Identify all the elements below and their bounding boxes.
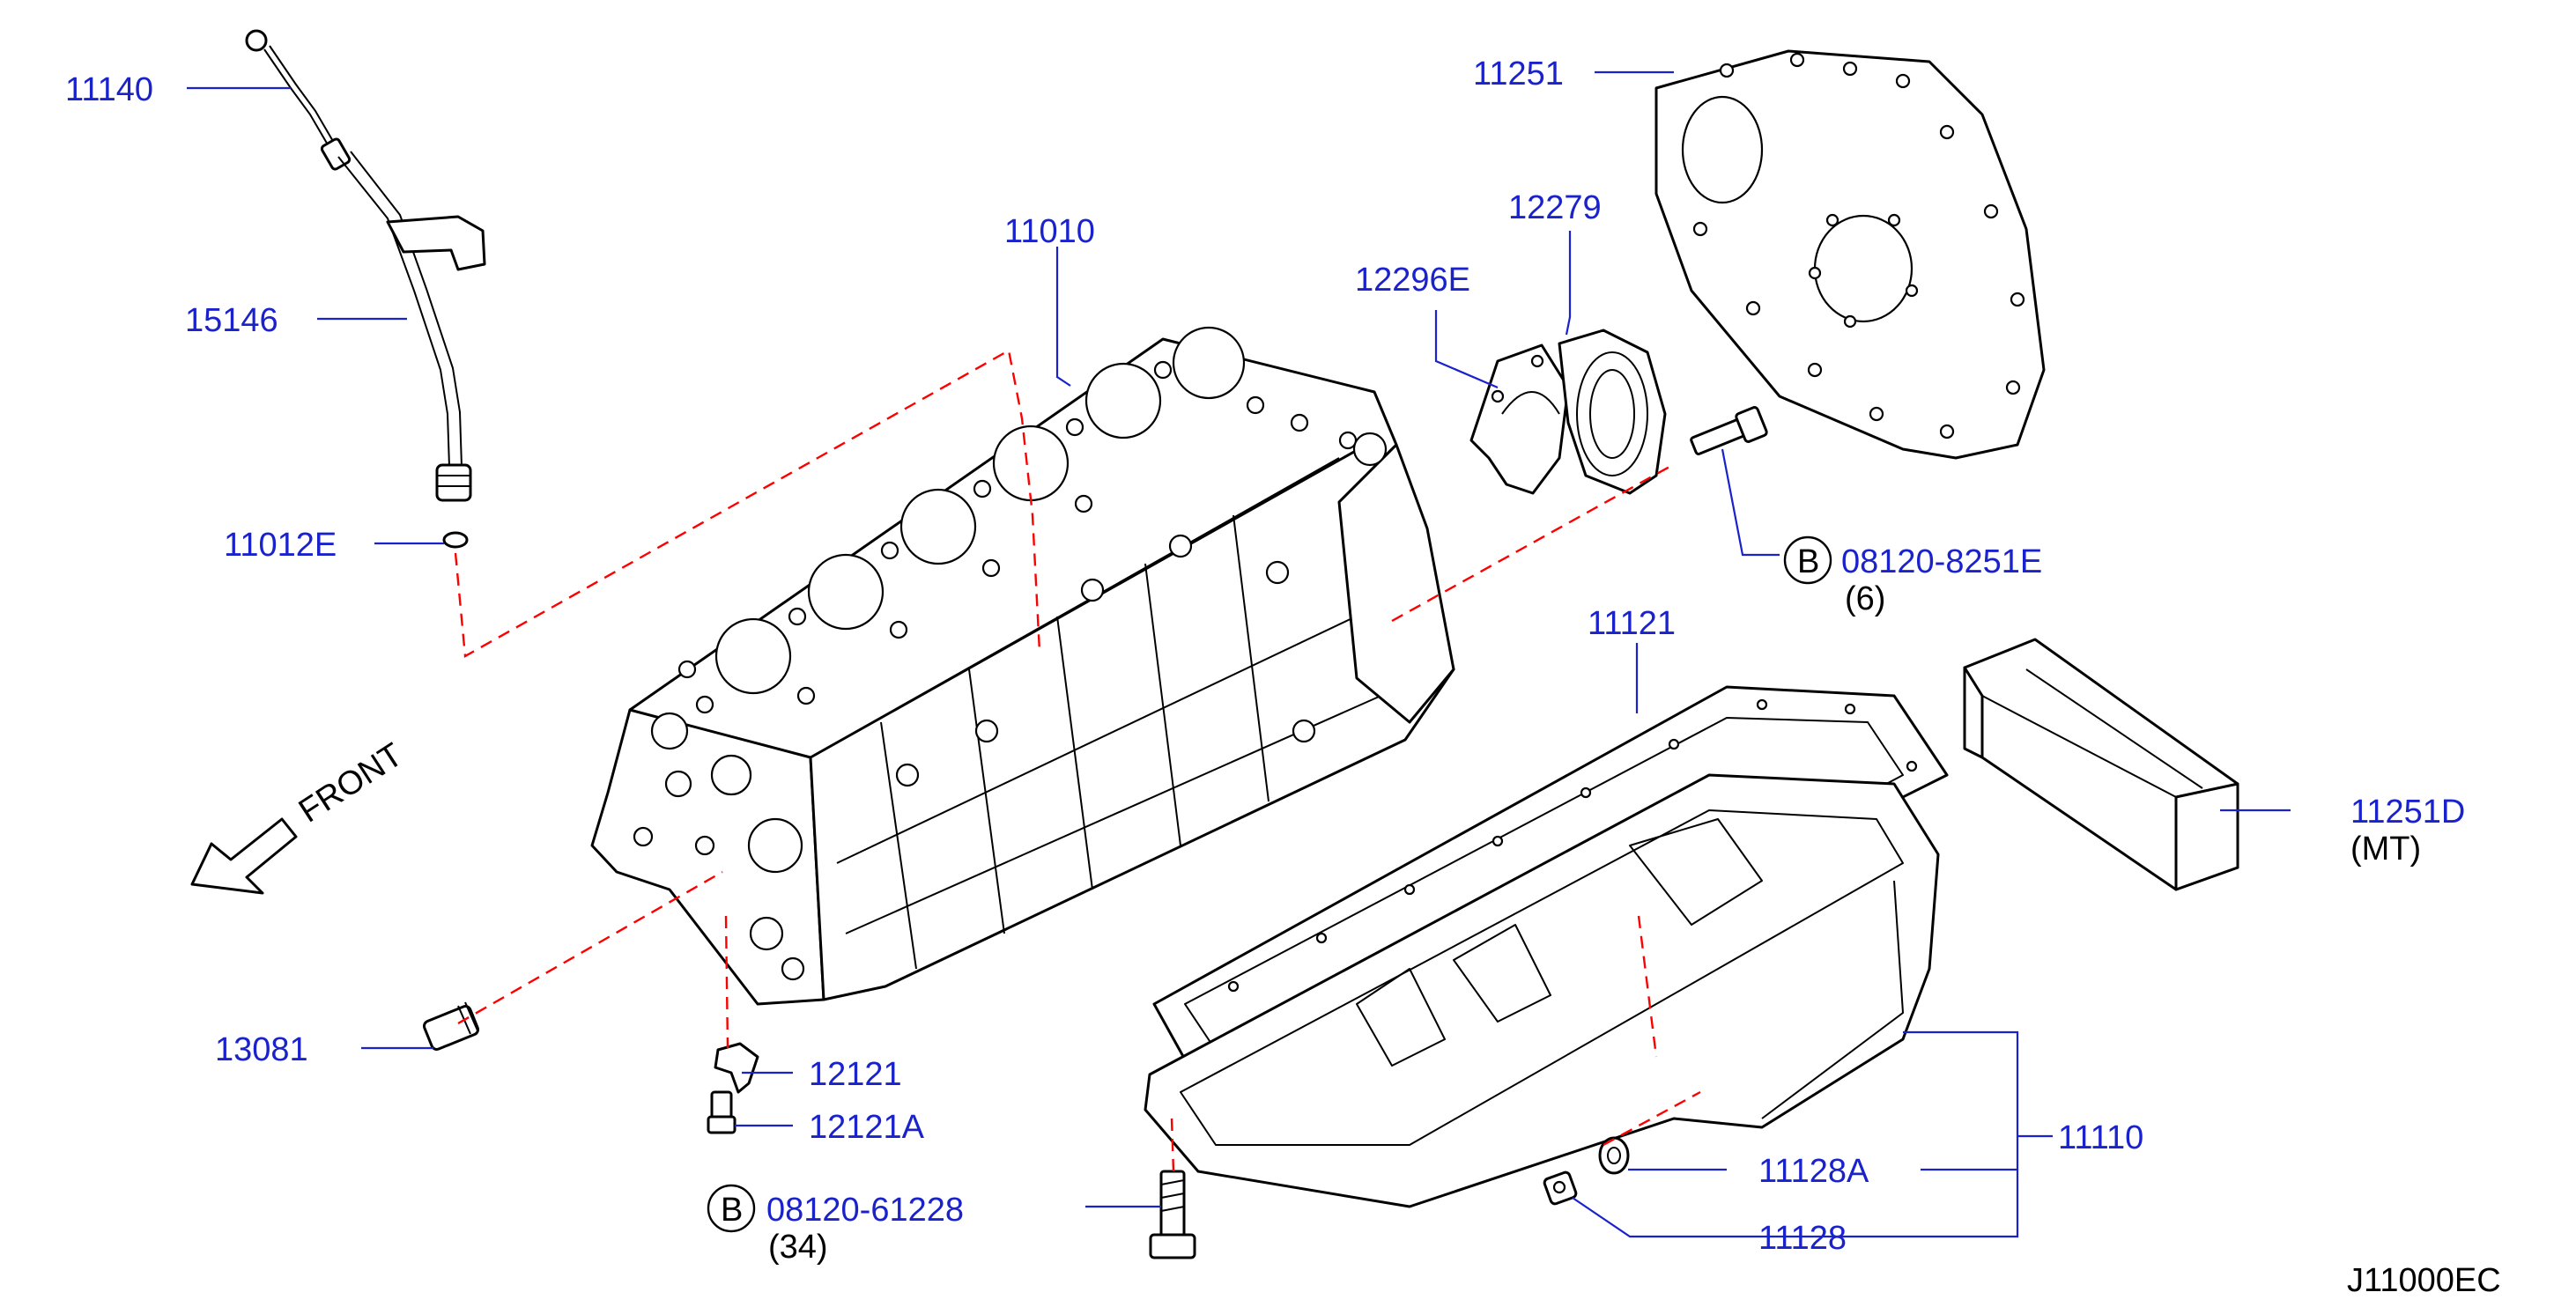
label-11140: 11140 bbox=[65, 71, 153, 108]
label-11010: 11010 bbox=[1004, 213, 1095, 250]
label-11121: 11121 bbox=[1588, 605, 1676, 642]
dipstick-guide bbox=[337, 151, 486, 502]
part-labels: 11140 15146 11012E 11010 12296E 12279 11… bbox=[65, 55, 2465, 1266]
insulator-11251D bbox=[1963, 638, 2239, 891]
label-11128: 11128 bbox=[1758, 1220, 1847, 1257]
label-11251: 11251 bbox=[1473, 55, 1564, 92]
o-ring bbox=[442, 531, 469, 549]
label-11110: 11110 bbox=[2058, 1119, 2143, 1156]
label-08120-8251E: 08120-8251E bbox=[1841, 543, 2042, 580]
label-08120-61228: 08120-61228 bbox=[766, 1192, 964, 1229]
label-11128A: 11128A bbox=[1758, 1153, 1869, 1190]
bolt-08120-61228 bbox=[1149, 1170, 1196, 1259]
rear-oil-seal bbox=[1558, 329, 1667, 495]
label-08120-8251E-qty: (6) bbox=[1845, 580, 1885, 617]
label-12121: 12121 bbox=[809, 1056, 902, 1093]
plug-13081 bbox=[422, 1001, 480, 1051]
bolt-symbol-b-upper: B bbox=[1783, 535, 1832, 585]
label-08120-61228-qty: (34) bbox=[768, 1229, 828, 1266]
cylinder-block bbox=[590, 326, 1455, 1006]
bolt-symbol-b-lower: B bbox=[707, 1184, 756, 1233]
drive-plate bbox=[1654, 49, 2046, 460]
label-12296E: 12296E bbox=[1355, 262, 1470, 299]
label-12279: 12279 bbox=[1508, 189, 1602, 226]
diagram-code: J11000EC bbox=[2347, 1262, 2501, 1299]
bolt-12121A bbox=[707, 1090, 737, 1134]
bolt-symbol-b-lower-text: B bbox=[721, 1192, 743, 1229]
front-label: FRONT bbox=[292, 736, 410, 831]
dipstick bbox=[245, 29, 352, 171]
guide-lines bbox=[454, 349, 1701, 1172]
drain-plug-11128 bbox=[1543, 1170, 1578, 1206]
leader-lines bbox=[187, 70, 2291, 1238]
bolt-08120-8251E bbox=[1690, 406, 1768, 455]
bracket-12121 bbox=[714, 1042, 759, 1094]
rear-seal-retainer bbox=[1469, 343, 1570, 495]
label-11012E: 11012E bbox=[224, 527, 337, 564]
label-13081: 13081 bbox=[215, 1031, 308, 1068]
label-11251D-note: (MT) bbox=[2350, 831, 2421, 868]
front-arrow-icon: FRONT bbox=[190, 736, 410, 895]
label-12121A: 12121A bbox=[809, 1109, 925, 1146]
label-15146: 15146 bbox=[185, 302, 278, 339]
bolt-symbol-b-upper-text: B bbox=[1797, 543, 1819, 580]
label-11251D: 11251D bbox=[2350, 794, 2465, 831]
washer-11128A bbox=[1598, 1136, 1630, 1175]
oil-pan bbox=[1144, 773, 1940, 1208]
